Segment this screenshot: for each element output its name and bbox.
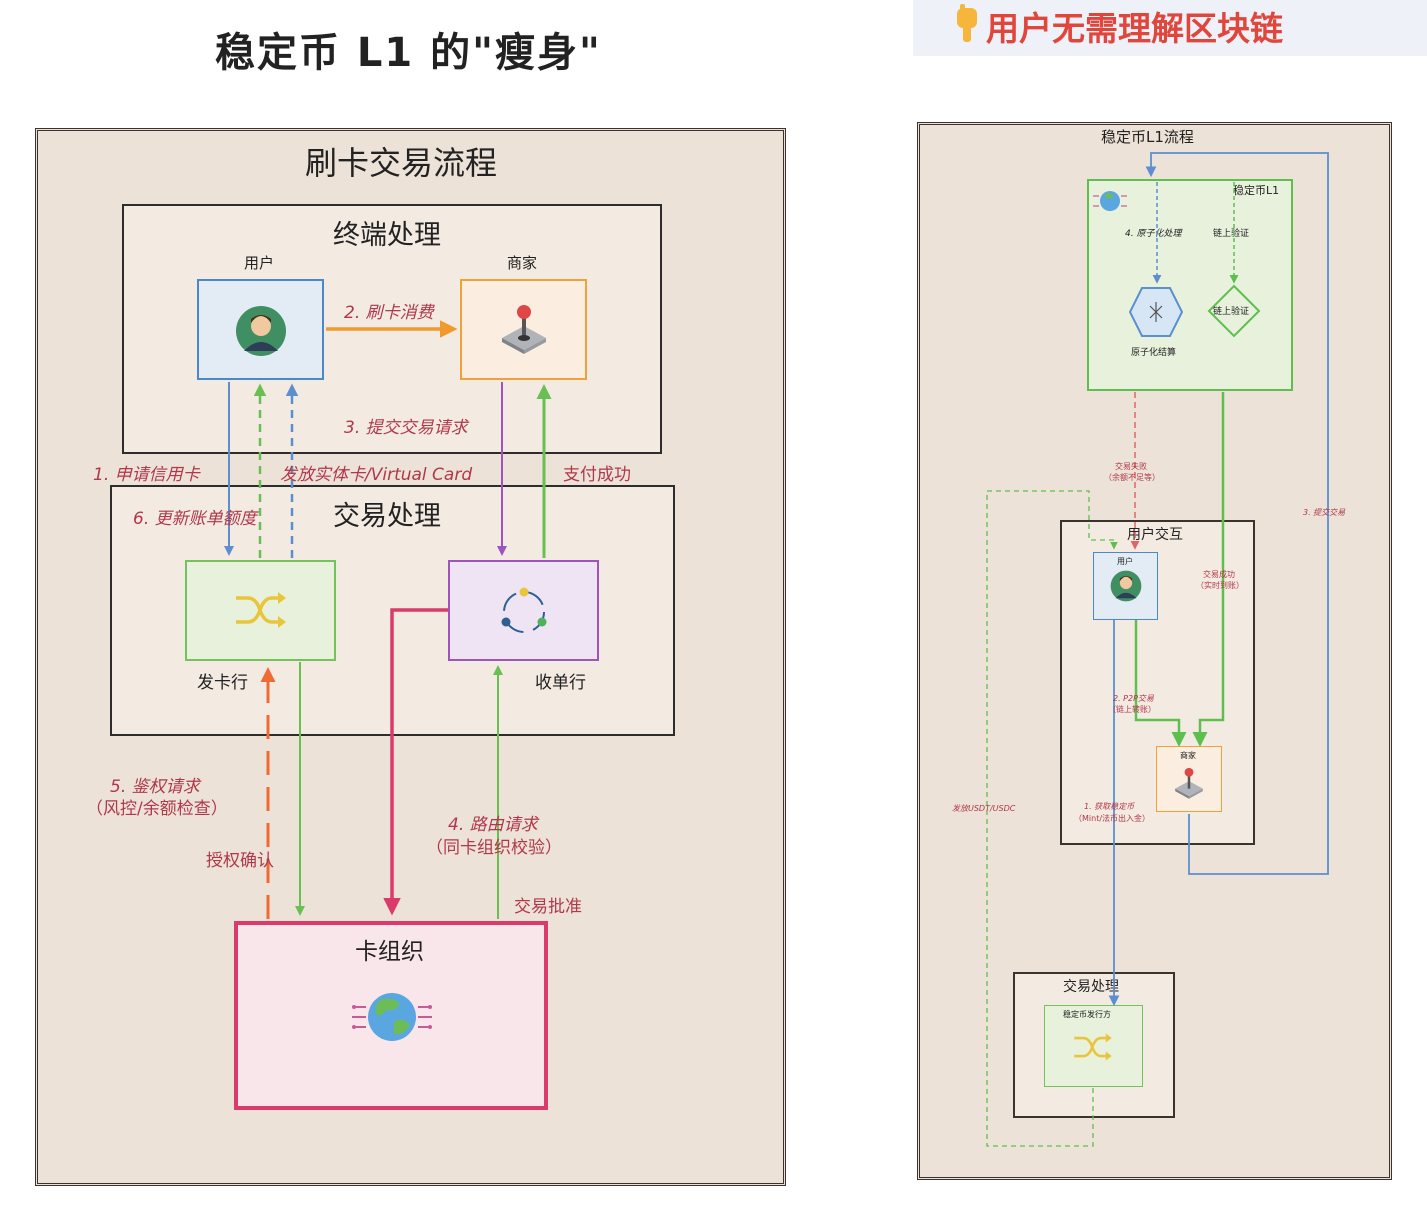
stable-label-fail-detail: （余额不足等）	[1104, 473, 1160, 482]
globe-network-icon	[352, 993, 432, 1041]
issuer-label: 发卡行	[197, 673, 248, 693]
sync-cycle-icon	[501, 587, 547, 633]
edge-label-issue-card: 发放实体卡/Virtual Card	[280, 465, 473, 485]
user-avatar-icon	[236, 306, 286, 356]
stable-issuer-label: 稳定币发行方	[1063, 1010, 1111, 1019]
card-flow-edges	[224, 320, 552, 919]
acquirer-label: 收单行	[535, 673, 586, 693]
edge-label-route-detail: （同卡组织校验）	[426, 838, 562, 858]
card-flow-title: 刷卡交易流程	[305, 144, 498, 182]
stable-merchant-label: 商家	[1180, 751, 1196, 760]
stable-label-p2p-detail: （链上转账）	[1108, 705, 1156, 714]
callout-text: 用户无需理解区块链	[986, 9, 1283, 48]
edge-label-pay-success: 支付成功	[563, 465, 631, 485]
atomic-settle-label: 原子化结算	[1131, 348, 1177, 358]
stable-label-fail: 交易失败	[1115, 462, 1147, 471]
user-interaction-title: 用户交互	[1127, 527, 1183, 543]
stable-label-get: 1. 获取稳定币	[1084, 802, 1135, 811]
edge-label-auth-request-detail: （风控/余额检查）	[86, 799, 228, 819]
stable-user-label: 用户	[1117, 557, 1133, 566]
stable-user-avatar-icon	[1110, 570, 1142, 602]
stable-flow-edges	[986, 152, 1329, 1147]
edge-label-swipe: 2. 刷卡消费	[344, 303, 434, 323]
edge-label-update-limit: 6. 更新账单额度	[133, 509, 257, 529]
merchant-label: 商家	[507, 254, 538, 272]
edge-label-auth-request: 5. 鉴权请求	[110, 777, 200, 797]
stable-label-success: 交易成功	[1203, 570, 1235, 579]
l1-group	[1087, 179, 1293, 391]
stable-joystick-icon	[1175, 767, 1203, 799]
stable-label-p2p: 2. P2P交易	[1113, 694, 1154, 703]
onchain-verify-label: 链上验证	[1213, 229, 1250, 239]
pointing-hand-icon	[957, 4, 977, 42]
acquirer-node	[448, 560, 599, 661]
edge-label-route: 4. 路由请求	[448, 815, 538, 835]
edge-tx-success	[1192, 392, 1225, 747]
joystick-icon	[502, 305, 546, 354]
stable-label-success-detail: （实时到账）	[1196, 581, 1244, 590]
edge-p2p	[1134, 620, 1187, 747]
stable-label-get-detail: （Mint/法币出入金）	[1074, 814, 1151, 823]
stable-shuffle-icon	[1074, 1033, 1112, 1061]
terminal-group-title: 终端处理	[333, 220, 441, 251]
blockchain-network-icon	[1093, 191, 1127, 211]
edge-route-request	[383, 608, 448, 916]
edge-label-auth-confirm: 授权确认	[206, 851, 274, 871]
stable-tx-group-title: 交易处理	[1063, 979, 1119, 995]
atomic-settle-hexagon	[1128, 287, 1184, 337]
edge-submit-tx-stable	[1145, 152, 1329, 875]
edge-label-tx-approved: 交易批准	[514, 897, 582, 917]
edge-issue-usdt	[986, 490, 1118, 1147]
network-node	[234, 921, 548, 1110]
edge-label-apply: 1. 申请信用卡	[93, 465, 200, 485]
stable-flow-title: 稳定币L1流程	[1101, 128, 1194, 146]
onchain-verify-diamond	[1207, 284, 1261, 338]
user-label: 用户	[244, 254, 275, 272]
atomic-process-label: 4. 原子化处理	[1125, 229, 1182, 239]
stable-label-submit: 3. 提交交易	[1303, 508, 1346, 517]
edge-label-submit: 3. 提交交易请求	[344, 418, 468, 438]
page-title: 稳定币 L1 的"瘦身"	[215, 30, 602, 76]
callout-banner	[913, 0, 1427, 56]
network-label: 卡组织	[355, 939, 424, 965]
stable-label-issue-usdt: 发放USDT/USDC	[952, 804, 1016, 813]
shuffle-icon	[236, 592, 286, 628]
onchain-verify-node-label: 链上验证	[1213, 307, 1250, 317]
transaction-group-title: 交易处理	[333, 501, 441, 532]
l1-group-title: 稳定币L1	[1233, 184, 1280, 197]
